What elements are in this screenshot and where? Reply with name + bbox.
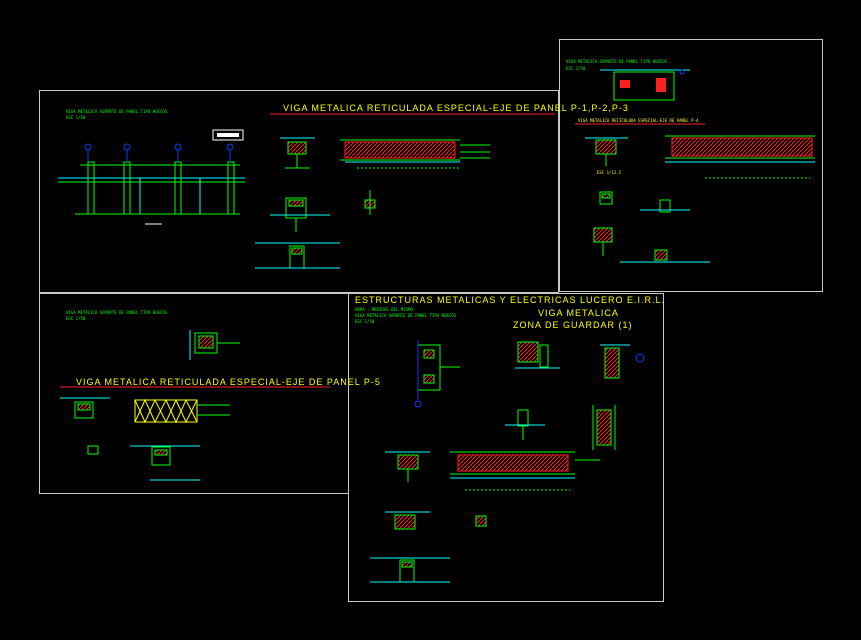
connection-detail bbox=[364, 190, 376, 215]
truss-p5 bbox=[134, 398, 230, 424]
scale-label: ESC 1/50 bbox=[355, 319, 375, 324]
column-section-bl bbox=[189, 330, 240, 360]
connection-detail-bc bbox=[505, 409, 545, 440]
detail-cluster-bc bbox=[515, 341, 645, 379]
truss-p4 bbox=[665, 135, 815, 179]
beam-section-detail-e bbox=[599, 191, 690, 213]
truss-bc bbox=[450, 451, 600, 491]
sheet-title-p1-p3: VIGA METALICA RETICULADA ESPECIAL-EJE DE… bbox=[283, 103, 629, 113]
beam-section-detail-j bbox=[370, 511, 450, 583]
sheet-title-p5: VIGA METALICA RETICULADA ESPECIAL-EJE DE… bbox=[76, 377, 381, 387]
beam-section-detail-i bbox=[385, 451, 430, 482]
beam-section-detail-f bbox=[593, 227, 710, 263]
sheet-top-right bbox=[559, 39, 823, 292]
beam-section-detail-d bbox=[585, 137, 628, 166]
beam-section-detail-g bbox=[60, 397, 110, 419]
column-plan-bc bbox=[414, 340, 460, 408]
beam-section-detail-a bbox=[280, 137, 315, 169]
beam-section-detail-c bbox=[255, 242, 340, 269]
sheet-bottom-center bbox=[348, 293, 664, 602]
scale-label: ESC 1/12.5 bbox=[597, 170, 622, 175]
beam-section-detail-b bbox=[270, 197, 330, 232]
anchor-detail bbox=[87, 445, 99, 455]
wall-section-bc bbox=[592, 405, 616, 450]
beam-section-detail-h bbox=[130, 445, 200, 481]
scale-label: ESC 1/50 bbox=[66, 115, 86, 120]
bolt-detail bbox=[475, 515, 487, 527]
scale-label: ESC 1/50 bbox=[566, 66, 586, 71]
sheet-top-left bbox=[39, 90, 559, 293]
sheet-note: VIGA METALICA SOPORTE DE PANEL TIPO HUEC… bbox=[66, 109, 168, 114]
truss-p1 bbox=[340, 139, 490, 169]
viga-heading: VIGA METALICA bbox=[538, 308, 619, 318]
obra-note: OBRA : MEDIDAS DEL MISMO bbox=[355, 307, 413, 312]
section-title-p4: VIGA METALICA RETICULADA ESPECIAL-EJE DE… bbox=[578, 118, 699, 123]
frame-elevation bbox=[58, 129, 245, 215]
company-title: ESTRUCTURAS METALICAS Y ELECTRICAS LUCER… bbox=[355, 295, 666, 305]
sheet-note: VIGA METALICA SOPORTE DE PANEL TIPO HUEC… bbox=[66, 310, 168, 315]
axis-markers bbox=[84, 143, 234, 162]
sheet-note: VIGA METALICA SOPORTE DE PANEL TIPO HUEC… bbox=[566, 59, 668, 64]
zona-heading: ZONA DE GUARDAR (1) bbox=[513, 320, 633, 330]
sheet-note: VIGA METALICA SOPORTE DE PANEL TIPO HUEC… bbox=[355, 313, 457, 318]
plan-detail-top-right bbox=[600, 69, 690, 101]
scale-label: ESC 1/50 bbox=[66, 316, 86, 321]
